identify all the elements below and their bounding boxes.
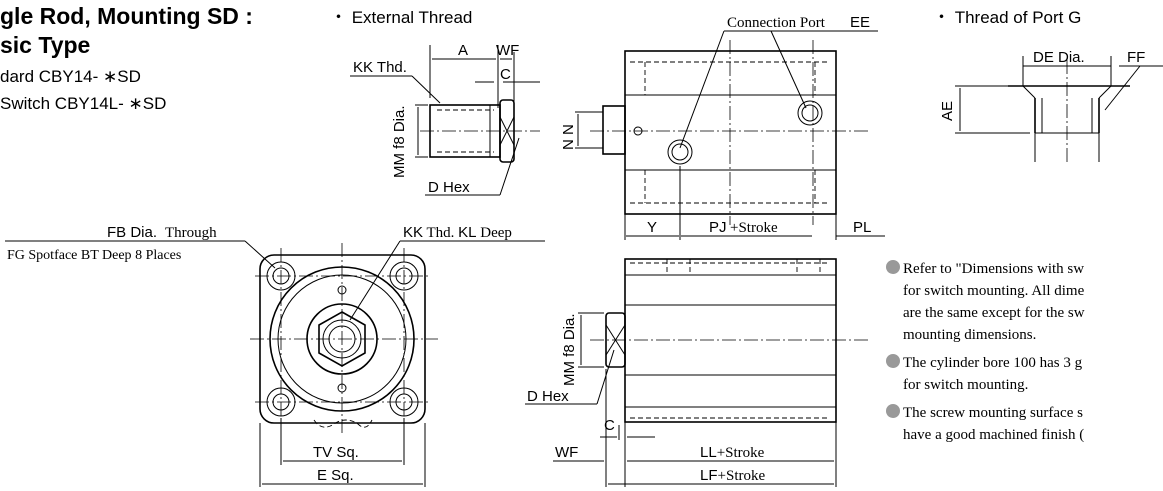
c-label-2: C bbox=[604, 417, 615, 434]
page-title: gle Rod, Mounting SD : bbox=[0, 3, 253, 29]
mm-f8-dia-label-2: MM f8 Dia. bbox=[561, 313, 578, 386]
fb-dia-label: FB Dia. bbox=[107, 224, 157, 241]
kk-kl-label: KK Thd. KL Deep bbox=[403, 224, 512, 241]
fg-spotface-label: FG Spotface BT Deep 8 Places bbox=[7, 248, 181, 263]
ll-label: LL+Stroke bbox=[700, 444, 765, 461]
front-view: FB Dia. Through FG Spotface BT Deep 8 Pl… bbox=[5, 224, 545, 487]
mm-f8-dia-label: MM f8 Dia. bbox=[391, 105, 408, 178]
de-dia-label: DE Dia. bbox=[1033, 49, 1085, 66]
note-line: are the same except for the sw bbox=[903, 305, 1085, 321]
pj-label: PJ bbox=[709, 219, 727, 236]
port-thread-heading: ・ Thread of Port G bbox=[933, 8, 1081, 27]
external-thread-detail: ・ External Thread KK Thd. A WF C MM f8 D… bbox=[330, 8, 540, 196]
wf-label-2: WF bbox=[555, 444, 578, 461]
connection-port-label: Connection Port bbox=[727, 15, 826, 31]
note-line: for switch mounting. All dime bbox=[903, 283, 1085, 299]
c-label: C bbox=[500, 66, 511, 83]
bottom-view: MM f8 Dia. D Hex C WF LL+Stroke LF+Strok… bbox=[525, 258, 870, 487]
notes-block: Refer to "Dimensions with sw for switch … bbox=[886, 260, 1085, 443]
y-label: Y bbox=[647, 219, 657, 236]
note-line: The screw mounting surface s bbox=[903, 405, 1083, 421]
model-switch: Switch CBY14L- ∗SD bbox=[0, 94, 166, 113]
note-line: for switch mounting. bbox=[903, 377, 1028, 393]
a-label: A bbox=[458, 42, 468, 59]
note-bullet bbox=[886, 260, 900, 274]
ff-label: FF bbox=[1127, 49, 1145, 66]
pl-label: PL bbox=[853, 219, 871, 236]
note-line: Refer to "Dimensions with sw bbox=[903, 261, 1084, 277]
e-sq-label: E Sq. bbox=[317, 467, 354, 484]
port-thread-detail: ・ Thread of Port G DE Dia. FF AE bbox=[933, 8, 1163, 165]
note-bullet bbox=[886, 404, 900, 418]
d-hex-label-2: D Hex bbox=[527, 388, 569, 405]
page-subtitle: sic Type bbox=[0, 32, 90, 58]
lf-label: LF+Stroke bbox=[700, 467, 765, 484]
note-line: have a good machined finish ( bbox=[903, 427, 1084, 443]
fb-through-label: Through bbox=[165, 225, 217, 241]
note-bullet bbox=[886, 354, 900, 368]
tv-sq-label: TV Sq. bbox=[313, 444, 359, 461]
nn-label: N N bbox=[560, 124, 577, 150]
side-view: Connection Port EE N N bbox=[560, 14, 885, 240]
model-standard: dard CBY14- ∗SD bbox=[0, 67, 141, 86]
kk-thd-label: KK Thd. bbox=[353, 59, 407, 76]
wf-label: WF bbox=[496, 42, 519, 59]
pj-stroke-label: +Stroke bbox=[730, 220, 778, 236]
d-hex-label: D Hex bbox=[428, 179, 470, 196]
external-thread-heading: ・ External Thread bbox=[330, 8, 472, 27]
note-line: mounting dimensions. bbox=[903, 327, 1036, 343]
note-line: The cylinder bore 100 has 3 g bbox=[903, 355, 1083, 371]
ee-label: EE bbox=[850, 14, 870, 31]
ae-label: AE bbox=[939, 101, 956, 121]
